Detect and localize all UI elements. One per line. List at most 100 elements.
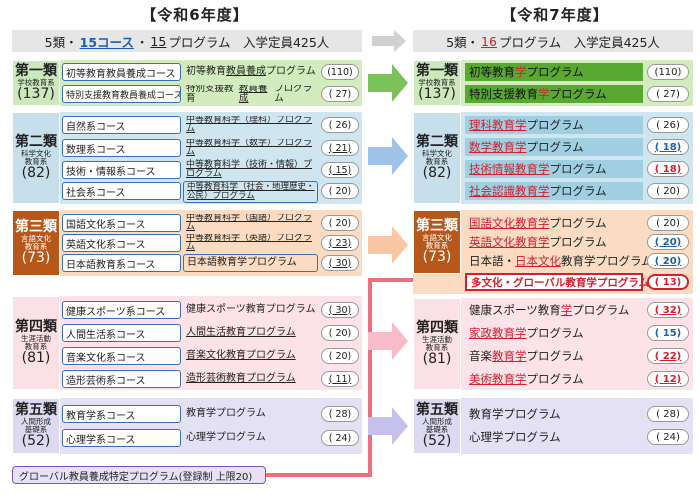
program-sugaku-left: 中等教育科学（数学）プログラム: [186, 139, 313, 157]
left-group-4-label: 第四類 生涯活動 教育系 (81): [12, 296, 60, 390]
program-shinri-left: 心理学プログラム: [186, 431, 266, 443]
right-group-4-sub: 生涯活動 教育系: [422, 335, 452, 352]
left-group-4-capacity: (81): [21, 349, 51, 366]
program-eigo-left: 中等教育科学（英語）プログラム: [186, 234, 313, 252]
count-gijutsu-right: ( 18): [647, 161, 689, 177]
course-zokei: 造形芸術系コース: [62, 370, 181, 388]
count-shinri-left: ( 24): [321, 430, 359, 446]
left-summary-programs-num: 15: [150, 33, 167, 49]
course-suri: 数理系コース: [62, 139, 181, 157]
count-kenko-right: ( 32): [647, 302, 689, 318]
program-tokubetsu-right: 特別支援教育学プログラム: [465, 85, 643, 103]
count-nihongo-left: ( 30): [321, 255, 359, 271]
program-nihongo-right: 日本語・日本文化教育学プログラム: [469, 254, 653, 268]
program-kenko-right: 健康スポーツ教育学プログラム: [469, 303, 630, 317]
program-kasei-right: 家政教育学プログラム: [469, 326, 584, 340]
count-ongaku-left: ( 20): [321, 348, 359, 364]
arrow-group-5-icon: [368, 407, 408, 445]
left-group-1-label: 第一類 学校教育系 (137): [12, 60, 60, 106]
count-tokubetsu-left: ( 27): [321, 86, 359, 102]
program-nihongo-left: 日本語教育学プログラム: [183, 254, 318, 272]
left-group-2-capacity: (82): [21, 164, 51, 181]
program-kokugo-right: 国語文化教育学プログラム: [469, 216, 607, 230]
left-group-1-capacity: (137): [17, 85, 55, 102]
count-rika-left: ( 26): [321, 117, 359, 133]
program-shoto-left: 初等教育教員養成プログラム: [186, 65, 316, 77]
count-shoto-right: (110): [647, 64, 689, 80]
right-group-1-label: 第一類 学校教育系 (137): [413, 60, 461, 106]
count-shakai-left: ( 20): [321, 183, 359, 199]
course-tokubetsu: 特別支援教育教員養成コース: [62, 85, 181, 103]
arrow-group-3-icon: [368, 226, 408, 264]
left-group-5-capacity: (52): [21, 432, 51, 449]
count-kyoikugaku-right: ( 28): [647, 406, 689, 422]
course-eigo: 英語文化系コース: [62, 234, 181, 252]
right-group-5-label: 第五類 人間形成 基礎系 (52): [413, 398, 461, 454]
count-sugaku-right: ( 18): [647, 139, 689, 155]
right-group-5-sub: 人間形成 基礎系: [422, 417, 452, 434]
right-summary-bar: 5類・ 16 プログラム 入学定員425人: [413, 30, 693, 52]
right-summary-p1: 5類・: [446, 34, 480, 50]
right-year-title: 【令和7年度】: [501, 6, 609, 24]
count-shinri-right: ( 24): [647, 429, 689, 445]
left-group-5-label: 第五類 人間形成 基礎系 (52): [12, 398, 60, 454]
left-summary-p2: ・: [135, 34, 149, 50]
course-ongaku: 音楽文化系コース: [62, 347, 181, 365]
program-shakai-right: 社会認識教育学プログラム: [465, 182, 643, 200]
program-shoto-right: 初等教育学プログラム: [465, 63, 643, 81]
left-group-3-name: 第三類: [15, 219, 57, 236]
course-nihongo: 日本語教育系コース: [62, 254, 181, 272]
left-group-5-name: 第五類: [15, 402, 57, 419]
program-kyoikugaku-left: 教育学プログラム: [186, 407, 266, 419]
arrow-group-2-icon: [368, 137, 408, 175]
count-gijutsu-left: ( 15): [321, 162, 359, 178]
right-group-5-capacity: (52): [422, 432, 452, 449]
program-shakai-left: 中等教育科学（社会・地理歴史・公民）プログラム: [183, 181, 318, 203]
course-gijutsu: 技術・情報系コース: [62, 161, 181, 179]
right-group-3-sub: 言語文化 教育系: [422, 233, 452, 250]
count-ongaku-right: ( 22): [647, 348, 689, 364]
arrow-group-4-icon: [368, 322, 408, 360]
count-shakai-right: ( 20): [647, 183, 689, 199]
course-shoto: 初等教育教員養成コース: [62, 63, 181, 81]
course-kokugo: 国語文化系コース: [62, 214, 181, 232]
summary-arrow-icon: [372, 30, 406, 52]
count-kenko-left: ( 30): [321, 302, 359, 318]
left-group-4-sub: 生涯活動 教育系: [21, 334, 51, 351]
course-shakai: 社会系コース: [62, 182, 181, 200]
left-summary-bar: 5類・ 15コース ・ 15 プログラム 入学定員425人: [12, 30, 362, 52]
program-gijutsu-left: 中等教育科学（技術・情報）プログラム: [186, 159, 313, 179]
count-zokei-left: ( 11): [321, 371, 359, 387]
right-group-4-label: 第四類 生涯活動 教育系 (81): [413, 298, 461, 390]
left-group-1-sub: 学校教育系: [17, 78, 55, 88]
right-group-5-name: 第五類: [416, 402, 458, 419]
course-shinri: 心理学系コース: [62, 429, 181, 447]
left-group-3-label: 第三類 言語文化 教育系 (73): [12, 210, 60, 276]
right-group-2-name: 第二類: [416, 134, 458, 151]
right-group-3-name: 第三類: [416, 218, 458, 235]
count-eigo-left: ( 23): [321, 235, 359, 251]
right-group-1-capacity: (137): [418, 85, 456, 102]
right-group-3-label: 第三類 言語文化 教育系 (73): [413, 210, 461, 274]
program-zokei-left: 造形芸術教育プログラム: [186, 372, 296, 384]
program-kenko-left: 健康スポーツ教育プログラム: [186, 303, 316, 315]
program-kyoikugaku-right: 教育学プログラム: [469, 407, 561, 421]
right-summary-p2: プログラム 入学定員425人: [498, 34, 660, 50]
count-rika-right: ( 26): [647, 117, 689, 133]
course-shizen: 自然系コース: [62, 116, 181, 134]
left-group-1-name: 第一類: [15, 63, 57, 80]
right-group-2-sub: 科学文化 教育系: [422, 149, 452, 166]
left-summary-p1: 5類・: [44, 34, 78, 50]
program-rika-left: 中等教育科学（理科）プログラム: [186, 116, 313, 134]
program-shinri-right: 心理学プログラム: [469, 430, 561, 444]
course-kyoikugaku: 教育学系コース: [62, 405, 181, 423]
left-group-4-name: 第四類: [15, 319, 57, 336]
count-ningen-left: ( 20): [321, 325, 359, 341]
program-bijutsu-right: 美術教育学プログラム: [469, 372, 584, 386]
count-bijutsu-right: ( 12): [647, 371, 689, 387]
count-eigo-right: ( 20): [647, 234, 689, 250]
right-group-1-name: 第一類: [416, 63, 458, 80]
program-gijutsu-right: 技術情報教育学プログラム: [465, 160, 643, 178]
left-group-3-sub: 言語文化 教育系: [21, 234, 51, 251]
left-summary-courses: 15コース: [79, 34, 134, 50]
